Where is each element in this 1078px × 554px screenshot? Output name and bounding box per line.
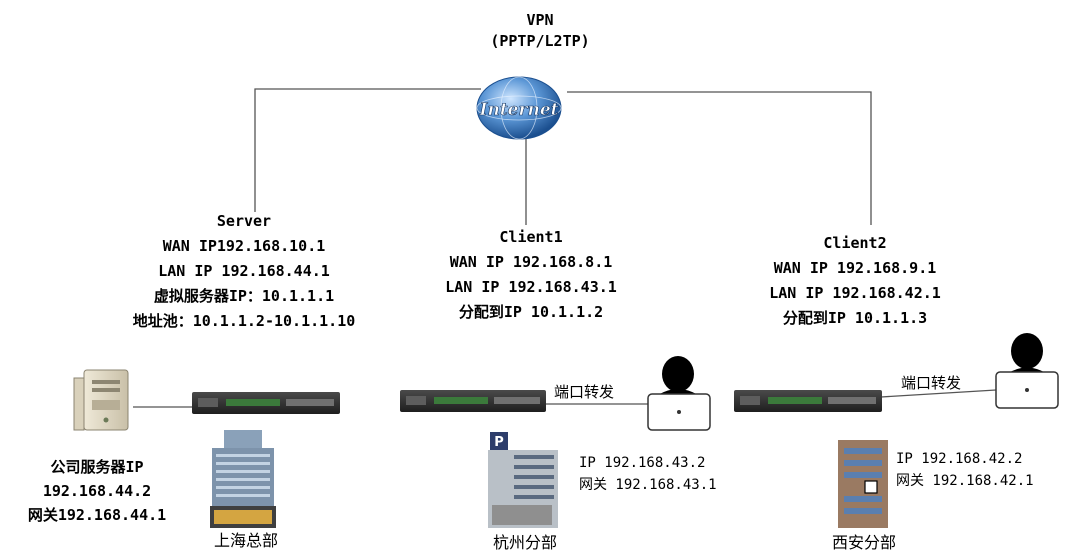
client1-assigned-ip: 分配到IP 10.1.1.2 (458, 303, 604, 321)
link-xa-laptop (880, 389, 997, 398)
client1-lan: LAN IP 192.168.43.1 (445, 278, 617, 296)
parking-sign: P (494, 435, 504, 450)
client2-lan: LAN IP 192.168.42.1 (769, 284, 941, 302)
site-hangzhou: 杭州分部 (492, 533, 558, 552)
internet-globe-icon: Internet (476, 76, 562, 140)
server-virtual-ip: 虚拟服务器IP：10.1.1.1 (153, 287, 335, 305)
company-server-title: 公司服务器IP (50, 458, 144, 476)
server-title: Server (216, 212, 272, 230)
building-hangzhou-icon: P (488, 432, 558, 528)
laptop-user-hangzhou-icon (647, 356, 711, 431)
client2-title: Client2 (823, 234, 887, 252)
laptop-user-xian-icon (995, 333, 1059, 409)
vpn-protocol: (PPTP/L2TP) (490, 32, 590, 50)
building-xian-icon (838, 440, 888, 528)
server-address-pool: 地址池：10.1.1.2-10.1.1.10 (132, 312, 356, 330)
port-forward-hangzhou: 端口转发 (554, 383, 615, 401)
building-shanghai-icon (210, 430, 276, 528)
xian-host-gateway: 网关 192.168.42.1 (896, 473, 1034, 489)
client2-wan: WAN IP 192.168.9.1 (773, 259, 937, 277)
link-server (254, 88, 481, 212)
client1-title: Client1 (499, 228, 563, 246)
internet-label: Internet (479, 100, 559, 120)
link-client2 (567, 91, 872, 225)
hangzhou-host-ip: IP 192.168.43.2 (579, 455, 706, 471)
server-pc-icon (73, 369, 129, 431)
client1-wan: WAN IP 192.168.8.1 (449, 253, 613, 271)
server-wan: WAN IP192.168.10.1 (162, 237, 326, 255)
client2-assigned-ip: 分配到IP 10.1.1.3 (782, 309, 928, 327)
server-lan: LAN IP 192.168.44.1 (158, 262, 330, 280)
port-forward-xian: 端口转发 (901, 374, 962, 392)
router-shanghai-icon (192, 392, 340, 414)
site-xian: 西安分部 (831, 533, 897, 552)
site-shanghai: 上海总部 (213, 531, 279, 550)
vpn-links (133, 88, 997, 408)
router-xian-icon (734, 390, 882, 412)
company-server-ip: 192.168.44.2 (42, 482, 152, 500)
company-server-gateway: 网关192.168.44.1 (27, 506, 167, 524)
xian-host-ip: IP 192.168.42.2 (896, 451, 1023, 467)
vpn-title: VPN (526, 11, 554, 29)
router-hangzhou-icon (400, 390, 546, 412)
hangzhou-host-gateway: 网关 192.168.43.1 (579, 477, 717, 493)
